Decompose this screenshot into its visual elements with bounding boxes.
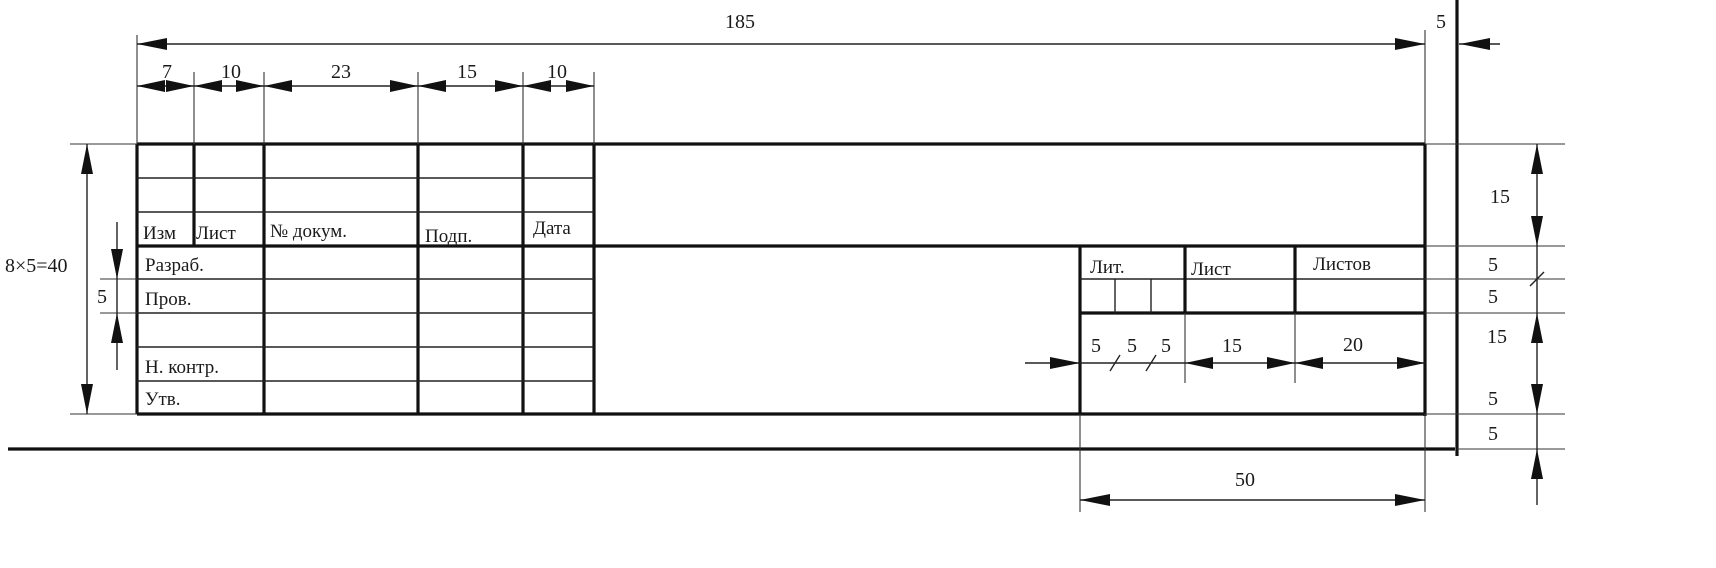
tick-r-279: [1529, 271, 1545, 287]
dim-label-col-10b: 10: [547, 61, 567, 83]
cell-data: Дата: [533, 218, 571, 239]
cell-listov: Листов: [1313, 254, 1371, 275]
arrow-185-left: [137, 38, 167, 50]
cell-doc-no: № докум.: [270, 221, 347, 242]
arrow-lit-left: [1050, 357, 1080, 369]
dim-label-40: 8×5=40: [5, 255, 68, 277]
dim-label-row5: 5: [97, 286, 107, 308]
dim-label-r-5-a: 5: [1488, 254, 1498, 276]
arrow-col-5a: [523, 80, 551, 92]
arrow-row5-top: [111, 249, 123, 279]
arrow-40-bottom: [81, 384, 93, 414]
arrow-col-4b: [495, 80, 523, 92]
arrow-col-3a: [264, 80, 292, 92]
dimension-labels: 185 5 7 10 23 15 10 8×5=40 5 15 5 5 15 5…: [5, 11, 1510, 491]
cell-razrab: Разраб.: [145, 255, 204, 276]
left-grid: [137, 144, 1425, 414]
arrow-r-449-down: [1531, 449, 1543, 479]
cell-utv: Утв.: [145, 389, 180, 410]
dim-label-r-15-top: 15: [1490, 186, 1510, 208]
tick-lit-a: [1109, 354, 1121, 372]
dim-label-lit-5-b: 5: [1127, 335, 1137, 357]
arrow-col-3b: [390, 80, 418, 92]
dim-label-col-23: 23: [331, 61, 351, 83]
right-grid: [1078, 246, 1425, 414]
tick-lit-b: [1145, 354, 1157, 372]
dim-label-5-top: 5: [1436, 11, 1446, 33]
cell-list2: Лист: [1191, 259, 1231, 280]
arrow-r-414-up: [1531, 384, 1543, 414]
cell-list: Лист: [196, 223, 236, 244]
arrow-col-5b: [566, 80, 594, 92]
arrow-r-313-down: [1531, 313, 1543, 343]
arrow-40-top: [81, 144, 93, 174]
arrow-col-2b: [236, 80, 264, 92]
dim-label-list-15: 15: [1222, 335, 1242, 357]
arrow-50-right: [1395, 494, 1425, 506]
dim-label-listov-20: 20: [1343, 334, 1363, 356]
cell-podp: Подп.: [425, 226, 472, 247]
arrow-col-2a: [194, 80, 222, 92]
dim-label-col-10a: 10: [221, 61, 241, 83]
cell-n-kontr: Н. контр.: [145, 357, 219, 378]
arrow-185-right: [1395, 38, 1425, 50]
arrow-listov-a: [1295, 357, 1323, 369]
dim-label-lit-5-a: 5: [1091, 335, 1101, 357]
dimension-lines: [81, 38, 1545, 506]
dim-label-col-15: 15: [457, 61, 477, 83]
arrow-col-4a: [418, 80, 446, 92]
dim-label-185: 185: [725, 11, 755, 33]
extension-lines: [70, 30, 1565, 512]
arrow-5-top: [1460, 38, 1490, 50]
arrow-list15-a: [1185, 357, 1213, 369]
dim-label-lit-5-c: 5: [1161, 335, 1171, 357]
dim-label-50: 50: [1235, 469, 1255, 491]
cell-lit: Лит.: [1090, 257, 1125, 278]
arrow-col-1b: [166, 80, 194, 92]
arrow-listov-b: [1397, 357, 1425, 369]
cell-izm: Изм: [143, 223, 176, 244]
dim-label-r-5-b: 5: [1488, 286, 1498, 308]
arrow-list15-b: [1267, 357, 1295, 369]
cell-labels: Изм Лист № докум. Подп. Дата Разраб. Про…: [143, 218, 1371, 410]
dim-label-col-7: 7: [162, 61, 172, 83]
arrow-row5-bottom: [111, 313, 123, 343]
arrow-r-144-down: [1531, 144, 1543, 174]
arrow-col-1a: [137, 80, 165, 92]
arrow-r-246-up: [1531, 216, 1543, 246]
dim-label-r-5-bottom: 5: [1488, 423, 1498, 445]
cell-prov: Пров.: [145, 289, 191, 310]
dim-label-r-5-c: 5: [1488, 388, 1498, 410]
arrow-50-left: [1080, 494, 1110, 506]
dim-label-r-15-mid: 15: [1487, 326, 1507, 348]
